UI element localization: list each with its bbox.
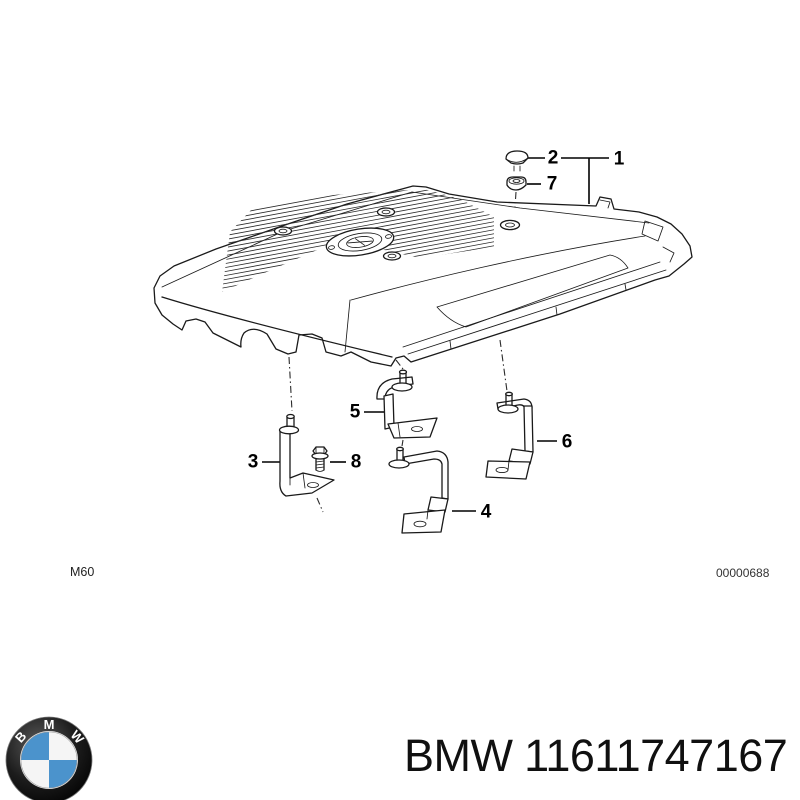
bracket-6-drawing: [485, 391, 534, 480]
callout-1: 1: [613, 148, 625, 170]
brand-text: BMW: [404, 730, 513, 781]
callout-6: 6: [561, 431, 573, 453]
engine-cover-drawing: [153, 185, 693, 367]
exploded-parts-diagram: [153, 150, 693, 534]
callout-5: 5: [349, 401, 361, 423]
bmw-logo: B M W: [5, 716, 93, 800]
bolt-part-drawing: [311, 446, 329, 472]
logo-letter-m: M: [44, 717, 55, 732]
callout-3: 3: [247, 451, 259, 473]
cap-part-drawing: [505, 150, 529, 172]
callout-2: 2: [547, 147, 559, 169]
bracket-4-drawing: [388, 446, 449, 534]
cover-emblem-drawing: [325, 227, 395, 257]
diagram-number-label: 00000688: [716, 566, 770, 580]
nut-part-drawing: [506, 176, 527, 191]
cover-bosses: [273, 207, 521, 261]
bracket-5-drawing: [376, 369, 438, 439]
callout-8: 8: [350, 451, 362, 473]
callout-pointer-lines: [262, 157, 609, 512]
bracket-3-drawing: [278, 413, 335, 497]
engine-code-label: M60: [70, 565, 95, 579]
callout-4: 4: [480, 501, 492, 523]
callout-7: 7: [546, 173, 558, 195]
part-number-value: 11611747167: [524, 730, 788, 781]
assembly-leader-lines: [288, 191, 517, 513]
